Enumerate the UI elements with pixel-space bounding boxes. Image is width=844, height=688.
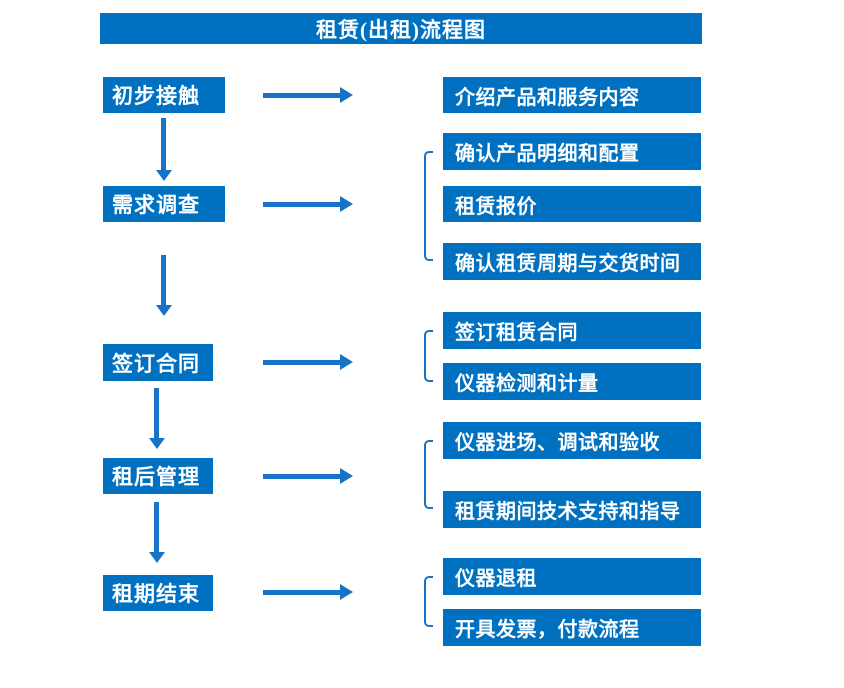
- output-box-4-2: 租赁期间技术支持和指导: [443, 491, 701, 528]
- output-box-2-3: 确认租赁周期与交货时间: [443, 243, 701, 280]
- bracket-group-2: [424, 151, 433, 261]
- step-box-4: 租后管理: [103, 458, 213, 494]
- output-label: 确认产品明细和配置: [455, 143, 640, 165]
- output-label: 签订租赁合同: [455, 322, 578, 344]
- bracket-group-4: [424, 440, 433, 509]
- output-box-5-1: 仪器退租: [443, 558, 701, 595]
- output-box-4-1: 仪器进场、调试和验收: [443, 422, 701, 459]
- step-label: 需求调查: [112, 193, 200, 217]
- output-label: 开具发票，付款流程: [455, 619, 640, 641]
- step-box-3: 签订合同: [103, 344, 213, 381]
- output-label: 介绍产品和服务内容: [455, 86, 640, 109]
- step-box-1: 初步接触: [103, 77, 225, 113]
- output-label: 仪器退租: [455, 568, 537, 590]
- output-box-1-1: 介绍产品和服务内容: [443, 77, 701, 113]
- title-bar: 租赁(出租)流程图: [100, 13, 702, 44]
- bracket-group-3: [424, 330, 433, 382]
- step-box-5: 租期结束: [103, 575, 213, 611]
- output-label: 确认租赁周期与交货时间: [455, 253, 681, 275]
- output-label: 租赁期间技术支持和指导: [455, 501, 681, 523]
- output-box-5-2: 开具发票，付款流程: [443, 609, 701, 646]
- step-label: 租期结束: [112, 582, 200, 606]
- output-box-2-2: 租赁报价: [443, 186, 701, 222]
- output-label: 仪器检测和计量: [455, 373, 599, 395]
- step-label: 租后管理: [112, 465, 200, 489]
- bracket-group-5: [424, 576, 433, 627]
- step-label: 签订合同: [112, 351, 200, 376]
- page-title: 租赁(出租)流程图: [316, 17, 486, 42]
- output-box-2-1: 确认产品明细和配置: [443, 133, 701, 170]
- output-label: 租赁报价: [455, 195, 537, 218]
- step-box-2: 需求调查: [103, 186, 225, 222]
- output-box-3-1: 签订租赁合同: [443, 312, 701, 349]
- output-label: 仪器进场、调试和验收: [455, 432, 660, 454]
- step-label: 初步接触: [112, 84, 200, 108]
- output-box-3-2: 仪器检测和计量: [443, 363, 701, 400]
